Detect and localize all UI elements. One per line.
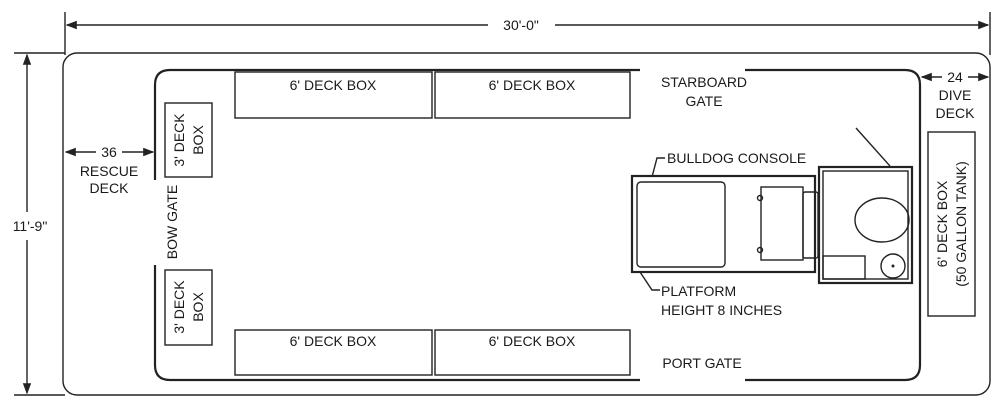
dive-deck-dimension: 24 DIVE DECK — [920, 69, 990, 121]
svg-text:HEIGHT 8 INCHES: HEIGHT 8 INCHES — [661, 302, 782, 318]
sink-icon — [880, 253, 906, 279]
width-dimension: 11'-9" — [13, 52, 65, 396]
svg-text:BOX: BOX — [190, 125, 206, 155]
svg-text:6' DECK BOX: 6' DECK BOX — [290, 77, 377, 93]
length-dimension: 30'-0" — [64, 12, 991, 55]
svg-text:6' DECK BOX: 6' DECK BOX — [489, 333, 576, 349]
platform-label: PLATFORM — [661, 283, 736, 299]
rescue-deck-dimension: 36 RESCUE DECK — [64, 144, 155, 196]
bow-gate-label: BOW GATE — [164, 185, 180, 259]
svg-text:3' DECK: 3' DECK — [171, 280, 187, 334]
head-enclosure — [817, 127, 914, 285]
svg-text:3' DECK: 3' DECK — [171, 113, 187, 167]
svg-text:(50 GALLON TANK): (50 GALLON TANK) — [953, 161, 969, 287]
deck-box-6ft: 6' DECK BOX — [434, 329, 631, 376]
svg-text:GATE: GATE — [685, 93, 722, 109]
svg-text:BOX: BOX — [190, 292, 206, 322]
rail — [153, 68, 922, 382]
length-label: 30'-0" — [503, 17, 539, 33]
dive-deck-label: DIVE — [939, 87, 972, 103]
svg-text:6' DECK BOX: 6' DECK BOX — [934, 180, 950, 267]
deck-box-6ft: 6' DECK BOX — [234, 329, 433, 376]
port-gate-label: PORT GATE — [662, 355, 741, 371]
rescue-deck-label: RESCUE — [80, 163, 138, 179]
starboard-gate-label: STARBOARD — [661, 74, 747, 90]
width-label: 11'-9" — [13, 218, 48, 234]
svg-text:6' DECK BOX: 6' DECK BOX — [489, 77, 576, 93]
antenna — [855, 127, 891, 167]
svg-text:DECK: DECK — [936, 105, 976, 121]
deck-box-3ft: 3' DECK BOX — [164, 269, 213, 346]
deck-box-6ft: 6' DECK BOX — [234, 71, 433, 119]
svg-text:24: 24 — [947, 69, 963, 85]
deck-box-6ft: 6' DECK BOX — [434, 71, 631, 119]
platform-leader — [639, 271, 660, 291]
deck-box-3ft: 3' DECK BOX — [164, 102, 213, 178]
bulldog-console-label: BULLDOG CONSOLE — [667, 150, 806, 166]
svg-text:DECK: DECK — [90, 180, 130, 196]
hull-outline — [62, 52, 991, 396]
console-leader — [651, 157, 665, 178]
bulldog-console-platform — [630, 174, 819, 274]
stern-deck-box: 6' DECK BOX (50 GALLON TANK) — [927, 131, 976, 317]
svg-text:36: 36 — [101, 144, 117, 160]
svg-text:6' DECK BOX: 6' DECK BOX — [290, 333, 377, 349]
toilet-icon — [854, 197, 910, 243]
